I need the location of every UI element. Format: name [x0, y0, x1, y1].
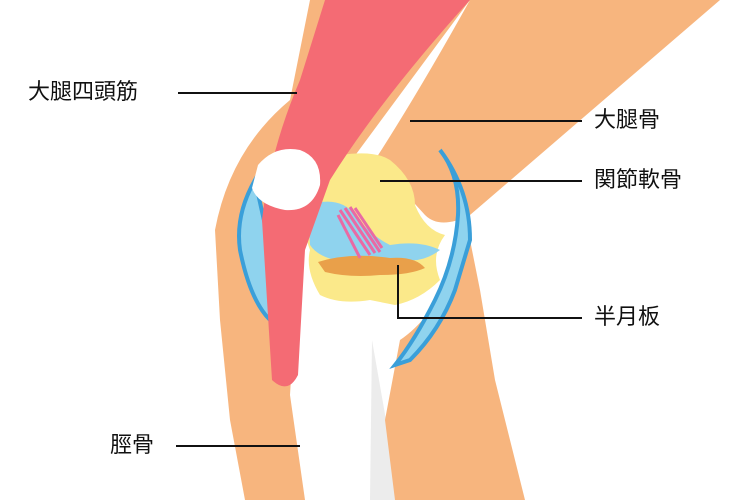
label-tibia: 脛骨 [110, 433, 155, 458]
label-quadriceps: 大腿四頭筋 [28, 80, 139, 105]
label-articular-cartilage: 関節軟骨 [594, 168, 683, 193]
quadriceps-muscle-shape [262, 0, 470, 387]
label-meniscus: 半月板 [594, 305, 661, 330]
joint-fluid-pocket [308, 201, 440, 266]
leader-lines [176, 92, 582, 447]
femur-shape [375, 0, 720, 223]
leader-meniscus [397, 265, 582, 319]
tibia-shape [385, 240, 525, 500]
label-femur: 大腿骨 [594, 108, 661, 133]
patella-shape [252, 149, 321, 211]
synovial-fluid-right [389, 148, 473, 370]
cruciate-ligament [336, 206, 384, 259]
